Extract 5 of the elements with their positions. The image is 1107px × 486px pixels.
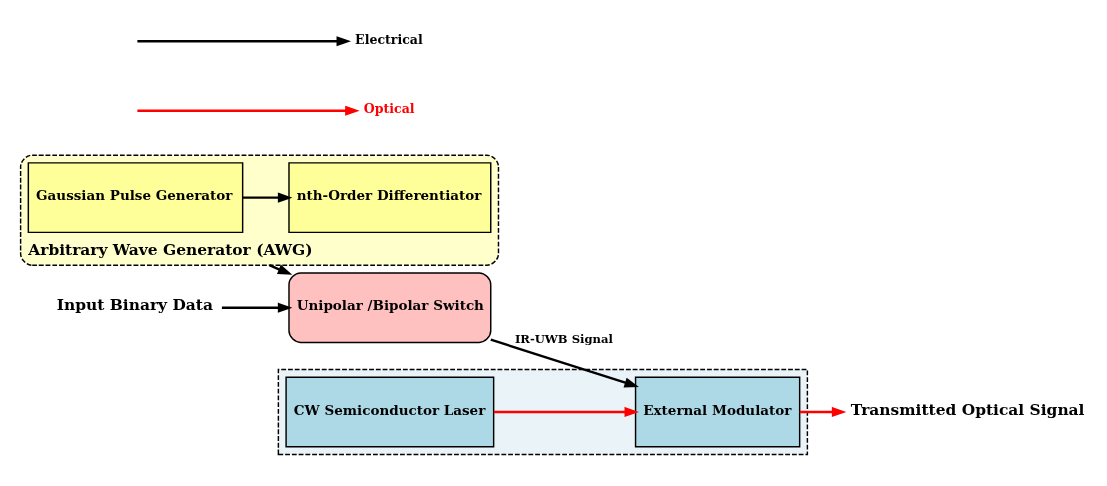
edge-label: IR-UWB Signal: [514, 332, 613, 347]
legend-label: Electrical: [355, 31, 423, 47]
node-text: Transmitted Optical Signal: [850, 400, 1085, 419]
legend-label: Optical: [363, 101, 415, 117]
node-text: Input Binary Data: [56, 296, 213, 315]
